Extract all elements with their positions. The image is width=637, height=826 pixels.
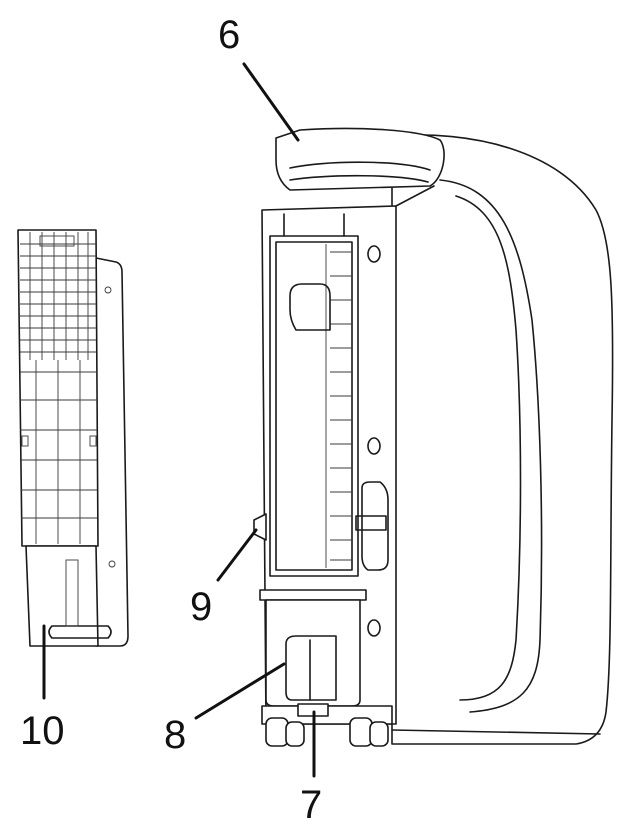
callout-6: 6 — [218, 13, 240, 57]
filter-grille-top — [20, 232, 96, 360]
leader-8 — [194, 662, 286, 720]
callout-7: 7 — [300, 783, 322, 826]
dehumidifier-body — [253, 127, 614, 747]
leader-6 — [242, 62, 300, 142]
callout-10: 10 — [20, 709, 65, 753]
callout-9: 9 — [190, 585, 212, 629]
removable-filter-part — [17, 229, 129, 647]
callout-8: 8 — [164, 713, 186, 757]
leader-9 — [216, 528, 258, 582]
evaporator-coil-fins — [325, 244, 352, 568]
water-bucket — [259, 589, 367, 707]
filter-grille-bottom — [20, 360, 97, 544]
caster-wheels — [265, 717, 389, 747]
